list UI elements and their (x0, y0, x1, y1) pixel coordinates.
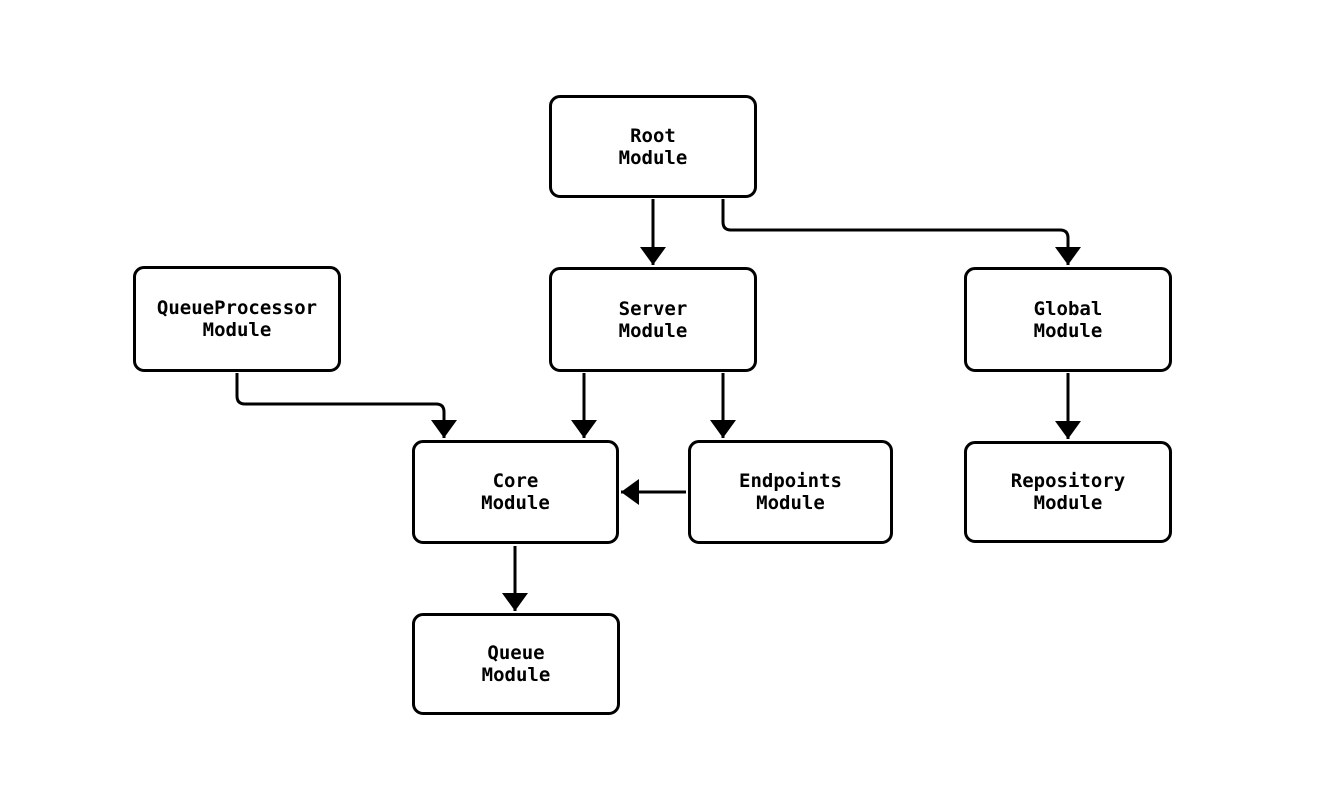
node-label: Server Module (618, 297, 688, 342)
node-endpoints-module: Endpoints Module (688, 440, 893, 544)
edge-queueprocessor-to-core (235, 373, 457, 438)
node-global-module: Global Module (964, 267, 1172, 372)
node-queue-module: Queue Module (412, 613, 620, 715)
node-label: Core Module (481, 470, 550, 514)
node-core-module: Core Module (412, 440, 619, 544)
node-server-module: Server Module (549, 267, 757, 372)
node-label: Repository Module (1010, 470, 1126, 514)
node-label: QueueProcessor Module (156, 297, 318, 341)
node-root-module: Root Module (549, 95, 757, 198)
node-queueprocessor-module: QueueProcessor Module (133, 266, 341, 372)
node-label: Global Module (1033, 297, 1103, 342)
node-label: Root Module (618, 124, 688, 169)
edge-root-to-global (721, 199, 1081, 265)
node-label: Endpoints Module (739, 470, 842, 514)
node-label: Queue Module (481, 642, 551, 686)
node-repository-module: Repository Module (964, 441, 1172, 543)
